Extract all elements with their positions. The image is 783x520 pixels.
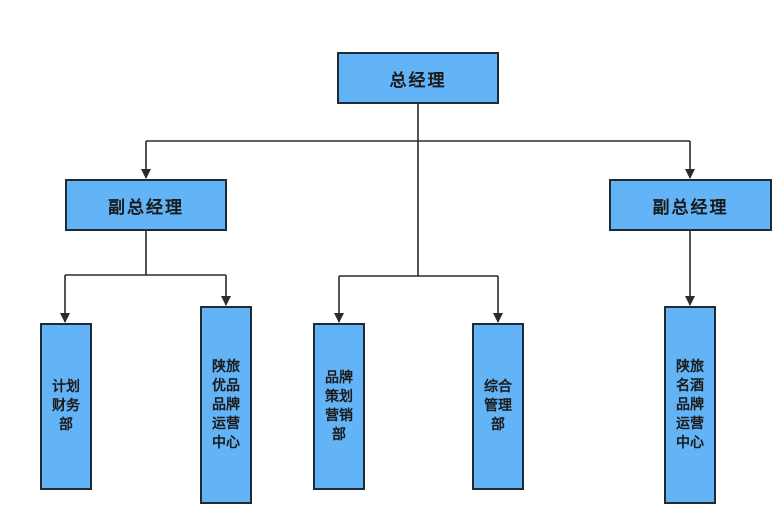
dept-box-general-admin: 综合 管理 部 xyxy=(472,323,524,490)
dept-label: 陕旅 名酒 品牌 运营 中心 xyxy=(676,358,704,451)
general-manager-label: 总经理 xyxy=(389,70,447,91)
vp-left-label: 副总经理 xyxy=(108,197,184,218)
vp-left-box: 副总经理 xyxy=(65,179,227,231)
vp-right-box: 副总经理 xyxy=(609,179,772,231)
general-manager-box: 总经理 xyxy=(337,52,499,104)
dept-box-brand-marketing: 品牌 策划 营销 部 xyxy=(313,323,365,490)
dept-label: 陕旅 优品 品牌 运营 中心 xyxy=(212,358,240,451)
dept-box-youpin-brand: 陕旅 优品 品牌 运营 中心 xyxy=(200,306,252,504)
dept-label: 综合 管理 部 xyxy=(484,379,512,433)
dept-box-planning-finance: 计划 财务 部 xyxy=(40,323,92,490)
vp-right-label: 副总经理 xyxy=(652,197,729,218)
dept-label: 品牌 策划 营销 部 xyxy=(325,369,353,443)
dept-box-mingjiu-brand: 陕旅 名酒 品牌 运营 中心 xyxy=(664,306,716,504)
dept-label: 计划 财务 部 xyxy=(52,379,80,433)
